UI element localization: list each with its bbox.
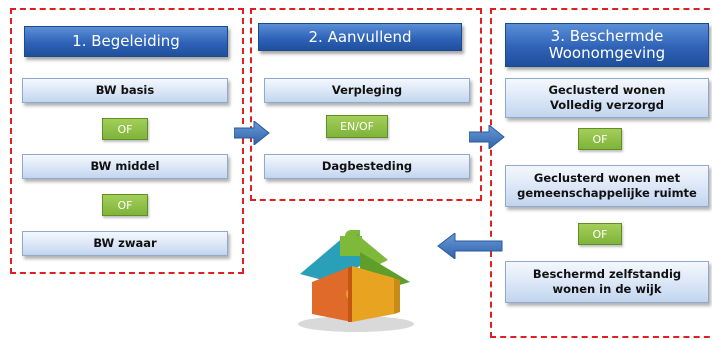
item-line-1: Geclusterd wonen met: [533, 171, 681, 185]
item-line-2: wonen in de wijk: [552, 282, 662, 296]
header-line-2: Woonomgeving: [548, 44, 666, 62]
group-begeleiding: [10, 8, 244, 274]
item-beschermd-zelfstandig: Beschermd zelfstandig wonen in de wijk: [505, 261, 709, 303]
connector-of-4: OF: [578, 223, 622, 245]
group-beschermde-woonomgeving: [490, 8, 712, 338]
item-dagbesteding: Dagbesteding: [264, 154, 470, 179]
header-aanvullend: 2. Aanvullend: [258, 23, 462, 51]
item-line-1: Geclusterd wonen: [548, 83, 666, 97]
connector-of-2: OF: [102, 194, 148, 216]
item-line-1: Beschermd zelfstandig: [532, 267, 682, 281]
header-line-1: 3. Beschermde: [550, 27, 664, 45]
item-bw-zwaar: BW zwaar: [22, 231, 228, 256]
item-bw-middel: BW middel: [22, 154, 228, 179]
header-beschermde-woonomgeving: 3. Beschermde Woonomgeving: [505, 23, 709, 67]
arrow-left-icon: [437, 233, 503, 259]
group-aanvullend: [250, 8, 482, 201]
item-geclusterd-volledig: Geclusterd wonen Volledig verzorgd: [505, 78, 709, 118]
item-line-2: gemeenschappelijke ruimte: [517, 186, 697, 200]
arrow-right-icon: [469, 125, 505, 149]
arrow-right-icon: [234, 121, 270, 145]
connector-of-1: OF: [102, 118, 148, 140]
connector-of-3: OF: [578, 128, 622, 150]
item-line-2: Volledig verzorgd: [550, 98, 664, 112]
puzzle-house-icon: [298, 230, 414, 332]
item-bw-basis: BW basis: [22, 78, 228, 103]
header-begeleiding: 1. Begeleiding: [24, 26, 228, 57]
connector-en-of: EN/OF: [326, 115, 388, 138]
item-geclusterd-gemeenschappelijk: Geclusterd wonen met gemeenschappelijke …: [505, 165, 709, 207]
item-verpleging: Verpleging: [264, 78, 470, 103]
